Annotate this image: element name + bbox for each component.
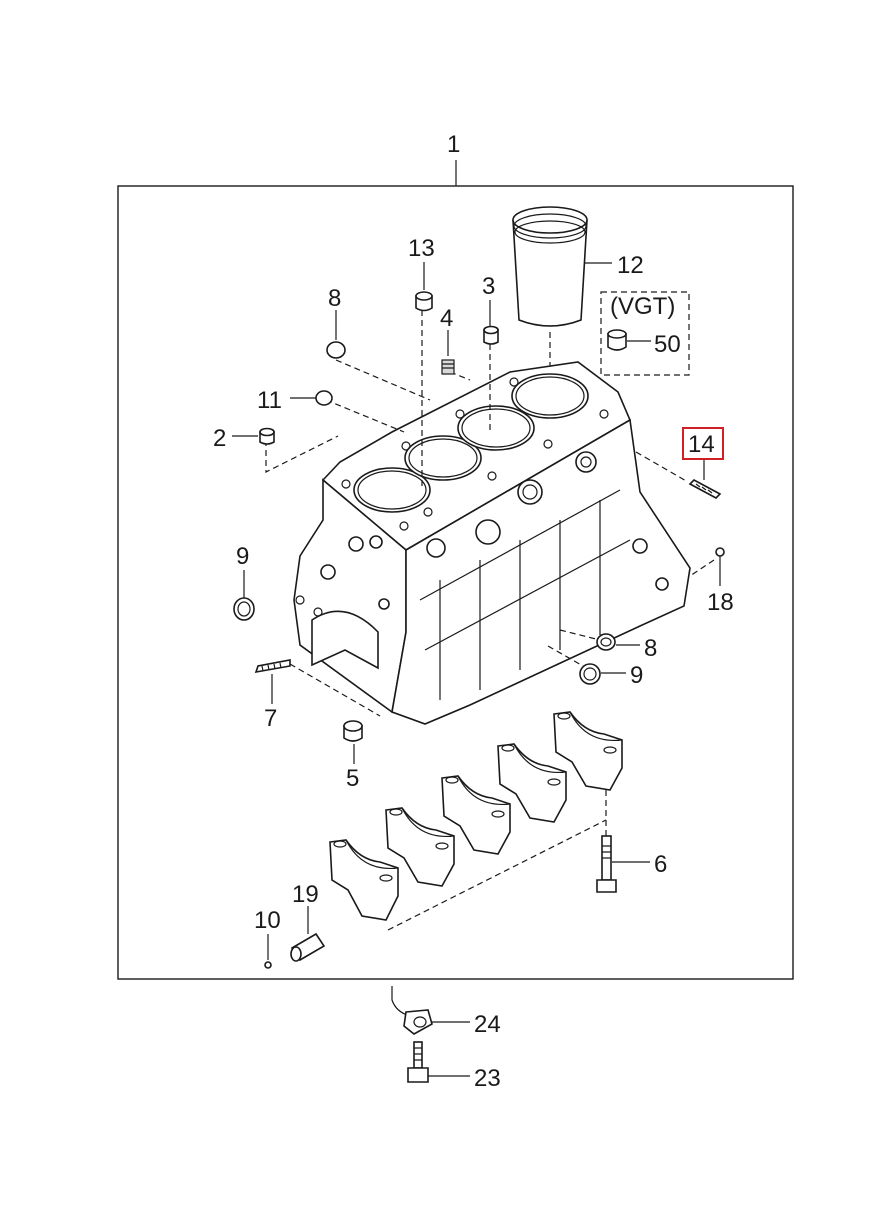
plug-4	[441, 359, 455, 375]
callout-24[interactable]: 24	[474, 1011, 501, 1038]
callout-8-upper[interactable]: 8	[328, 285, 341, 312]
dowel-13	[415, 291, 433, 312]
plug-8-right	[596, 633, 616, 651]
plug-8-upper	[326, 341, 346, 359]
callout-1[interactable]: 1	[447, 131, 460, 158]
callout-9-right[interactable]: 9	[630, 662, 643, 689]
callout-13[interactable]: 13	[408, 235, 435, 262]
stud-7	[254, 659, 291, 674]
callout-9-left[interactable]: 9	[236, 543, 249, 570]
callout-18[interactable]: 18	[707, 589, 734, 616]
highlight-box	[682, 427, 724, 460]
vgt-group-box	[600, 291, 690, 376]
callout-11[interactable]: 11	[257, 387, 282, 414]
vgt-group-label: (VGT)	[610, 293, 675, 320]
callout-6[interactable]: 6	[654, 851, 667, 878]
dowel-2	[259, 427, 275, 445]
callout-3[interactable]: 3	[482, 273, 495, 300]
callout-2[interactable]: 2	[213, 425, 226, 452]
callout-7[interactable]: 7	[264, 705, 277, 732]
sensor-bolt-23	[407, 1041, 429, 1083]
dowel-3	[483, 325, 499, 345]
seal-9-left	[233, 597, 255, 621]
plug-11	[315, 390, 333, 406]
callout-19[interactable]: 19	[292, 881, 319, 908]
callout-10[interactable]: 10	[254, 907, 281, 934]
callout-23[interactable]: 23	[474, 1065, 501, 1092]
callout-5[interactable]: 5	[346, 765, 359, 792]
cap-bolt-6	[596, 835, 617, 893]
vgt-dowel-pin	[607, 329, 627, 351]
bearing-caps	[329, 711, 623, 921]
pin-18	[715, 547, 725, 557]
callout-4[interactable]: 4	[440, 305, 453, 332]
cylinder-liner	[512, 206, 588, 327]
seal-9-right	[579, 663, 601, 685]
callout-50[interactable]: 50	[654, 331, 681, 358]
knock-sensor-24	[391, 986, 433, 1035]
callout-12[interactable]: 12	[617, 252, 644, 279]
cylinder-block	[293, 361, 691, 725]
pin-10	[264, 961, 272, 969]
bushing-19	[290, 932, 326, 962]
callout-8-right[interactable]: 8	[644, 635, 657, 662]
plug-5	[343, 720, 363, 742]
callout-14[interactable]: 14	[688, 431, 715, 458]
stud-14	[688, 479, 722, 499]
